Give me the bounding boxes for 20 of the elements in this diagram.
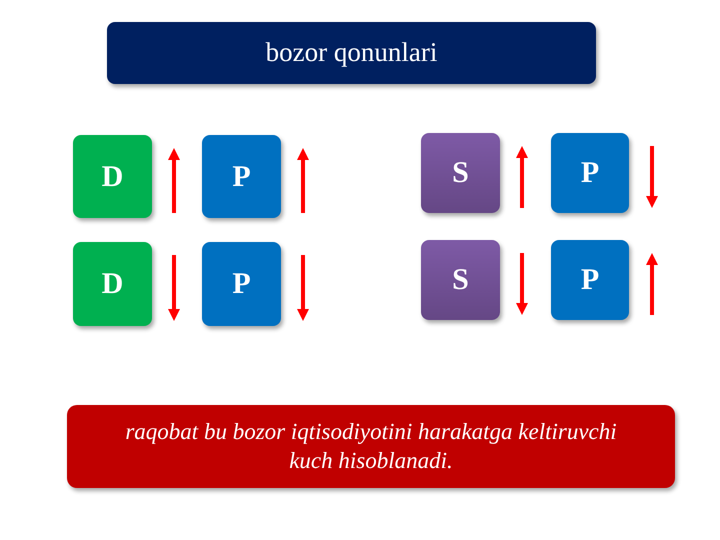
letter-label: S bbox=[452, 155, 469, 192]
letter-label: S bbox=[452, 262, 469, 298]
price-box bbox=[202, 135, 281, 218]
heading-text: raqobat bu bozor iqtisodiyotini harakatga keltiruvchi kuch hisoblanadi. bbox=[124, 418, 618, 474]
supply-box bbox=[421, 133, 500, 213]
price-box bbox=[202, 242, 281, 326]
price-box bbox=[551, 240, 629, 320]
statement-banner bbox=[67, 405, 675, 488]
heading-text: bozor qonunlari bbox=[266, 36, 438, 70]
letter-label: D bbox=[102, 266, 124, 302]
supply-box bbox=[421, 240, 500, 320]
title-banner bbox=[107, 22, 596, 84]
letter-label: P bbox=[232, 266, 251, 302]
price-box bbox=[551, 133, 629, 213]
letter-label: P bbox=[232, 158, 251, 195]
letter-label: P bbox=[580, 155, 600, 192]
demand-box bbox=[73, 135, 152, 218]
letter-label: P bbox=[580, 262, 600, 298]
demand-box bbox=[73, 242, 152, 326]
letter-label: D bbox=[102, 158, 124, 195]
